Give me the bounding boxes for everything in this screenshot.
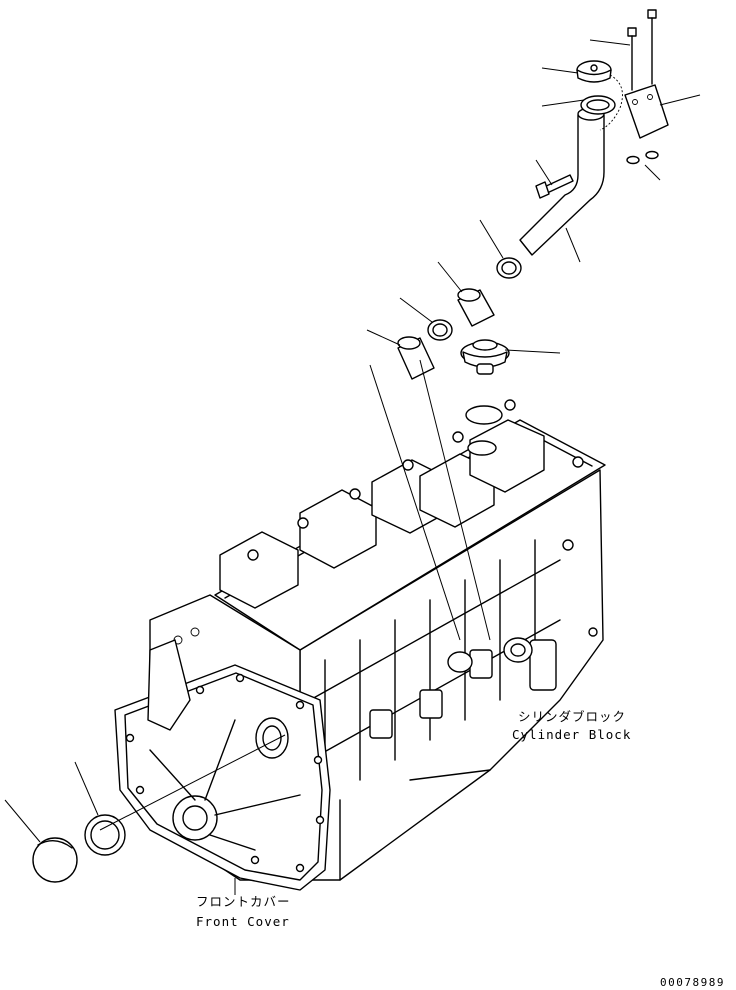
leader-lines bbox=[4, 39, 701, 895]
retaining-chain bbox=[599, 74, 623, 131]
hose-clamp-lower-part bbox=[427, 319, 453, 341]
rocker-studs bbox=[247, 399, 598, 637]
cylinder-block-label-en: Cylinder Block bbox=[512, 727, 631, 742]
filler-cap-part bbox=[576, 60, 612, 83]
front-cover-label-jp: フロントカバー bbox=[196, 894, 291, 909]
front-seal-part bbox=[84, 814, 126, 856]
cylinder-block-drawing bbox=[214, 399, 606, 881]
bracket-part bbox=[624, 84, 669, 139]
front-cover-cap-part bbox=[32, 837, 78, 883]
washer-parts bbox=[626, 150, 659, 165]
hose-upper-part bbox=[457, 288, 495, 327]
hose-clamp-upper-part bbox=[496, 257, 522, 279]
front-cover-label-en: Front Cover bbox=[196, 914, 290, 929]
oil-filler-cap-part bbox=[460, 339, 510, 375]
cylinder-block-label-jp: シリンダブロック bbox=[518, 709, 626, 724]
filler-neck-gasket-part bbox=[580, 95, 616, 115]
front-cover-drawing bbox=[114, 594, 331, 891]
drawing-number: 00078989 bbox=[660, 976, 725, 989]
pipe-bolt-part bbox=[535, 174, 574, 199]
hose-lower-part bbox=[397, 336, 435, 380]
bolt-parts bbox=[627, 9, 657, 91]
